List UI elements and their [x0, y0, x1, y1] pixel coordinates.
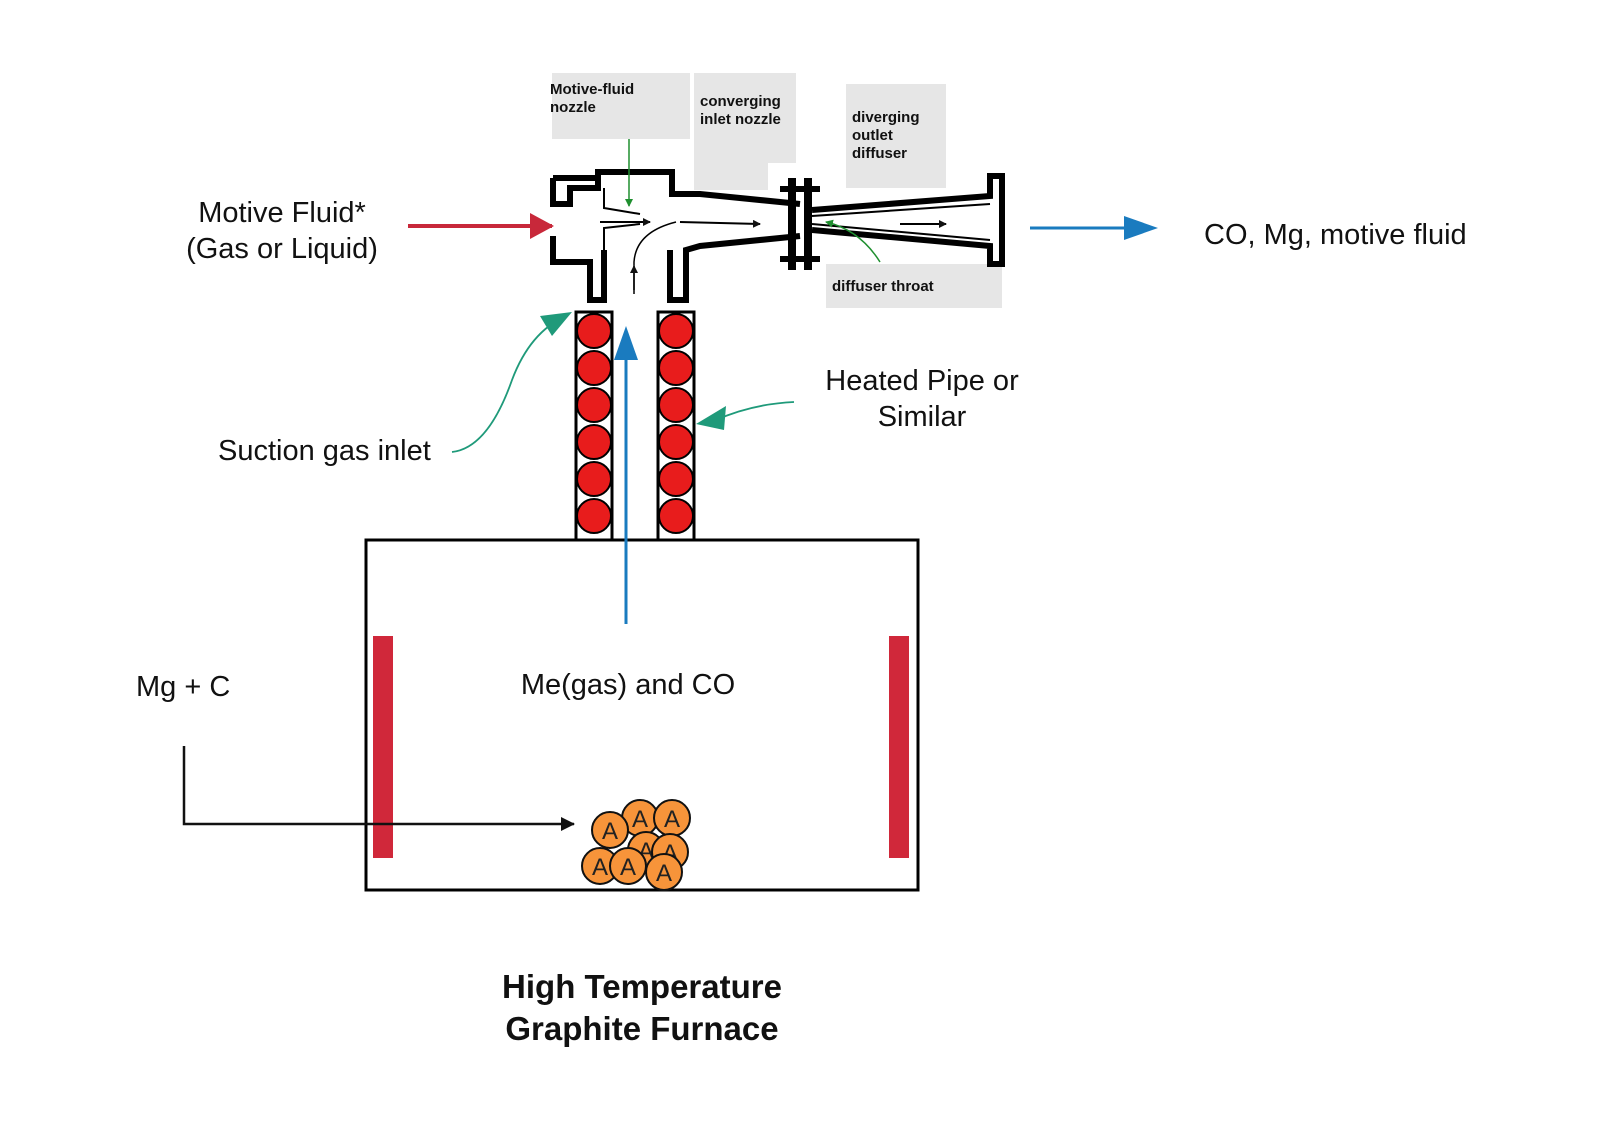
heater-ball: [658, 498, 694, 534]
particle-letter: A: [656, 860, 672, 887]
suction-gas-pointer: [451, 315, 567, 453]
motive-nozzle-label-1: Motive-fluid: [550, 81, 634, 98]
throat-callout-box: [826, 264, 1002, 308]
motive-fluid-arrowhead: [530, 213, 554, 239]
heater-ball: [576, 424, 612, 460]
diverging-label-3: diffuser: [852, 145, 907, 162]
motive-nozzle-label-2: nozzle: [550, 99, 596, 116]
heater-ball: [658, 387, 694, 423]
feed-arrow: [182, 746, 575, 831]
heating-element-left: [373, 636, 393, 858]
converging-label-1: converging: [700, 93, 781, 110]
particle: [591, 811, 629, 849]
diffuser-top-wall: [811, 173, 1005, 267]
heater-ball: [658, 424, 694, 460]
furnace-title-1: High Temperature: [502, 968, 782, 1005]
heater-balls: [576, 313, 694, 534]
heater-ball: [576, 498, 612, 534]
converging-callout-box: [694, 73, 796, 163]
ejector-bottom-wall: [550, 236, 607, 303]
furnace-gas-label: Me(gas) and CO: [521, 669, 735, 701]
particle: [645, 853, 683, 891]
heater-ball: [576, 461, 612, 497]
heated-pipe: [574, 310, 696, 542]
heater-ball: [576, 350, 612, 386]
suction-gas-label: Suction gas inlet: [218, 435, 431, 467]
converging-label-2: inlet nozzle: [700, 111, 781, 128]
furnace-title-2: Graphite Furnace: [505, 1010, 778, 1047]
throat-label: diffuser throat: [832, 278, 934, 295]
callout-boxes: [552, 73, 1002, 308]
gas-rise-arrowhead: [614, 326, 638, 360]
output-label: CO, Mg, motive fluid: [1204, 219, 1467, 251]
converging-callout-box-tail: [694, 158, 768, 190]
motive-fluid-label-1: Motive Fluid*: [198, 197, 366, 229]
heated-pipe-pointer-head: [696, 406, 726, 430]
throat-flange-right: [804, 178, 812, 270]
heater-ball: [658, 313, 694, 349]
particle-letter: A: [632, 806, 648, 833]
flow-arrow-2: [679, 219, 761, 228]
heated-pipe-label-1: Heated Pipe or: [825, 365, 1019, 397]
motive-nozzle-inner: [603, 188, 641, 250]
throat-flange-bolt-top: [780, 186, 820, 192]
heated-pipe-label-2: Similar: [878, 401, 967, 433]
diverging-callout-box: [846, 84, 946, 188]
throat-flange-bolt-bottom: [780, 256, 820, 262]
motive-nozzle-callout-box: [552, 73, 690, 139]
ejector-bottom-wall-right: [667, 233, 801, 303]
heater-ball: [658, 350, 694, 386]
feed-label: Mg + C: [136, 671, 230, 703]
particle-letter: A: [620, 854, 636, 881]
diverging-label-1: diverging: [852, 109, 920, 126]
flow-arrow-curve: [633, 221, 677, 294]
heater-ball: [658, 461, 694, 497]
diffuser-inner-top: [811, 203, 991, 217]
heating-element-right: [889, 636, 909, 858]
ejector: [550, 139, 1005, 303]
motive-fluid-label-2: (Gas or Liquid): [186, 233, 378, 265]
heater-ball: [576, 387, 612, 423]
heater-ball: [576, 313, 612, 349]
diverging-label-2: outlet: [852, 127, 893, 144]
suction-gas-pointer-head: [540, 312, 572, 336]
output-arrowhead: [1124, 216, 1158, 240]
particle-letter: A: [664, 806, 680, 833]
furnace-box: [364, 538, 920, 892]
throat-pointer: [825, 219, 881, 263]
particle-letter: A: [592, 854, 608, 881]
throat-flange-left: [788, 178, 796, 270]
particle-letter: A: [602, 818, 618, 845]
heated-pipe-pointer: [715, 401, 795, 421]
